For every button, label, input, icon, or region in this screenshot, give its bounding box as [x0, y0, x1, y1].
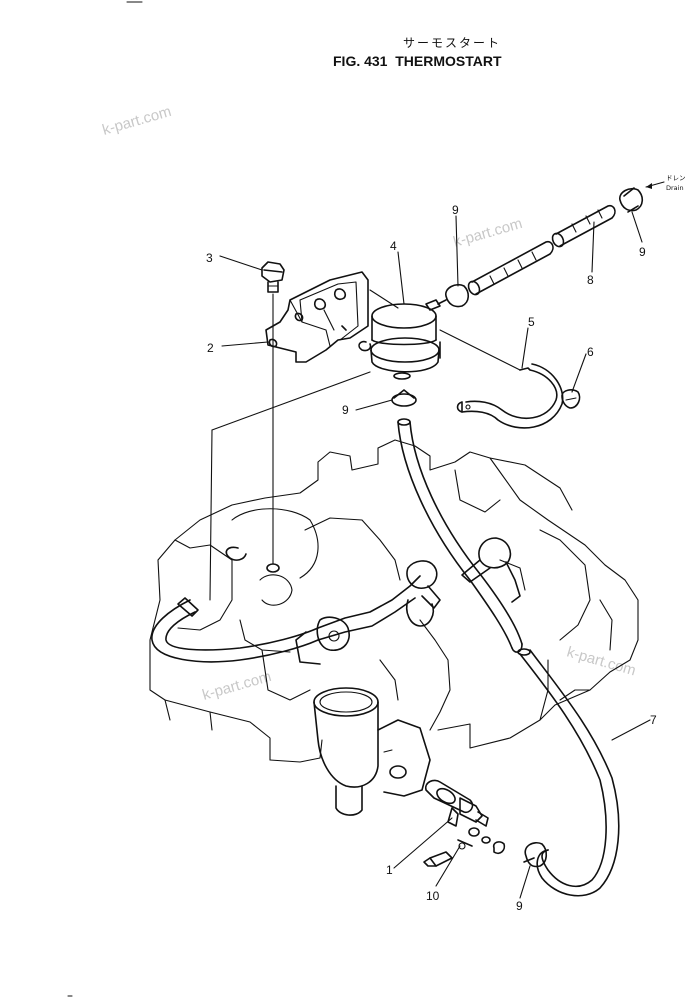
callout-3: 3	[206, 251, 213, 265]
part-9-clamp-top	[619, 187, 644, 213]
bolt-hole	[266, 563, 280, 573]
part-5-clamp	[456, 363, 564, 429]
callout-10: 10	[426, 889, 440, 903]
bracket-support-vertical	[209, 429, 213, 601]
drain-label-jp: ドレン	[666, 174, 686, 182]
callout-2: 2	[207, 341, 214, 355]
title-japanese: サーモスタート	[403, 36, 501, 50]
water-outlet-housing	[313, 687, 431, 816]
callout-7: 7	[650, 713, 657, 727]
part-2-bracket	[265, 271, 369, 363]
drain-arrow: ドレン Drain	[645, 174, 686, 192]
part-8-hose	[467, 204, 616, 296]
callout-9-near-filter: 9	[452, 203, 459, 217]
callout-9-drain: 9	[639, 245, 646, 259]
part-4-thermostart-filter	[358, 299, 441, 380]
callout-4: 4	[390, 239, 397, 253]
part-9-clamp-middle	[391, 389, 417, 407]
part-9-clamp-lower	[523, 841, 548, 868]
watermark-top-left: k-part.com	[100, 103, 173, 139]
callout-9-below-filter: 9	[342, 403, 349, 417]
callout-8: 8	[587, 273, 594, 287]
bracket-support-line	[211, 371, 371, 431]
bracket-strap-line	[369, 289, 399, 309]
callout-1: 1	[386, 863, 393, 877]
engine-block	[149, 439, 639, 763]
watermark-top-center: k-part.com	[451, 215, 524, 251]
clamp-guide-line	[439, 329, 521, 371]
part-1-thermostart	[423, 779, 506, 867]
figure-title: FIG. 431 THERMOSTART	[333, 53, 502, 69]
part-9-clamp-upper	[437, 283, 470, 308]
part-3-bolt	[261, 261, 285, 293]
part-7-hose	[397, 418, 620, 897]
callout-leaders	[219, 211, 651, 899]
callout-9-bottom: 9	[516, 899, 523, 913]
watermark-center: k-part.com	[200, 668, 273, 704]
drain-label-en: Drain	[666, 184, 684, 192]
part-6-bolt	[561, 389, 581, 409]
callout-6: 6	[587, 345, 594, 359]
fuel-line-assembly	[151, 537, 521, 665]
callout-5: 5	[528, 315, 535, 329]
